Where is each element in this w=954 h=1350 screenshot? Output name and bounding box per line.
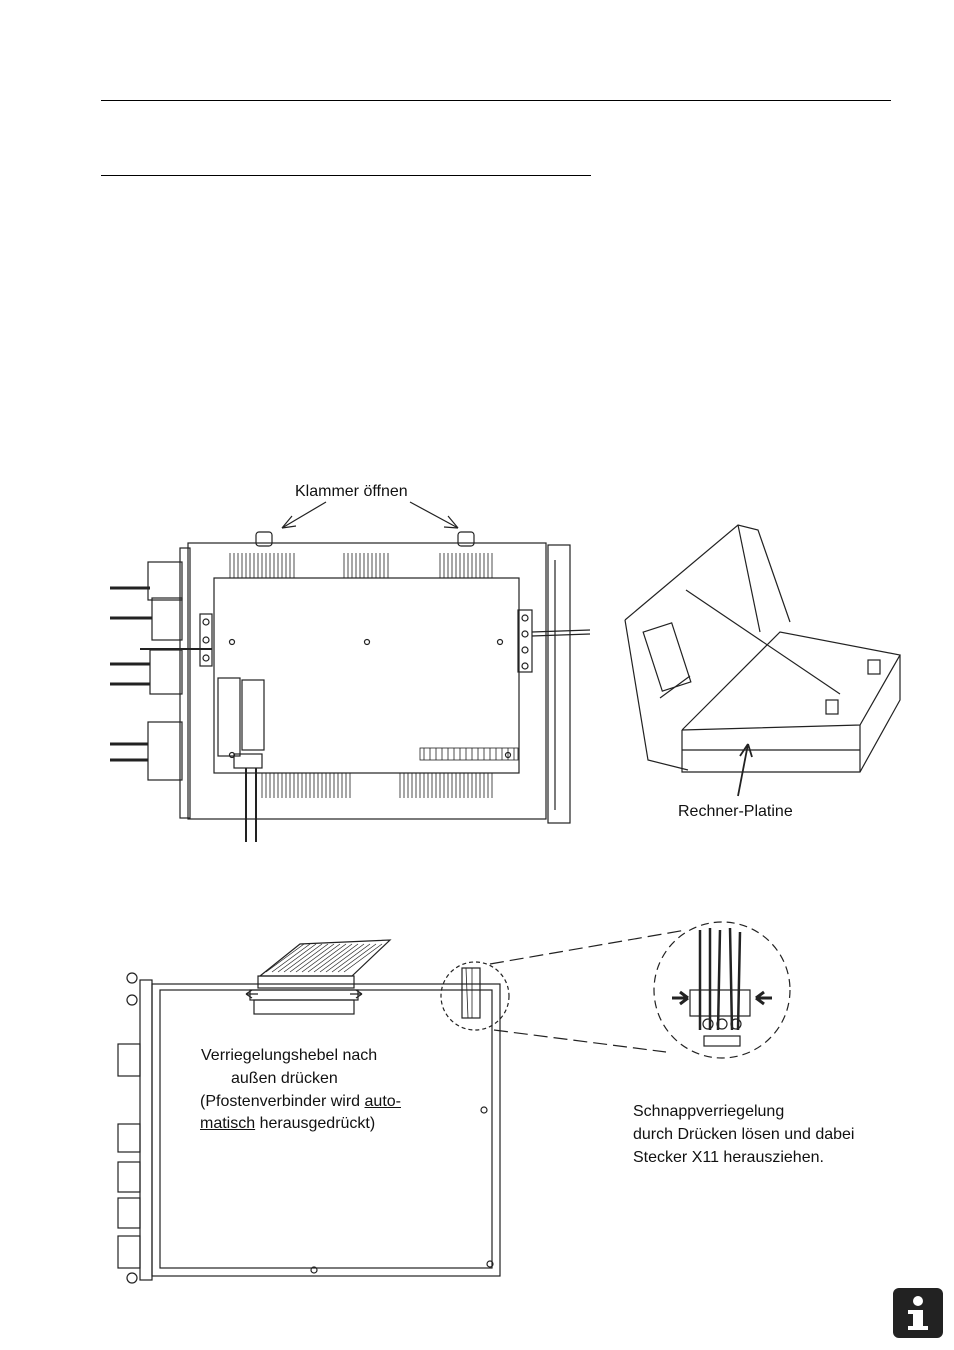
snap-note-line3: Stecker X11 herausziehen.	[633, 1149, 824, 1166]
snap-note-line2: durch Drücken lösen und dabei	[633, 1126, 855, 1143]
lever-note-line1: Verriegelungshebel nach	[201, 1047, 378, 1064]
case-perspective-drawing	[624, 524, 901, 797]
lever-note-line4-underlined: matisch	[200, 1115, 256, 1132]
info-icon	[893, 1288, 943, 1338]
lever-note-line4: matisch herausgedrückt)	[200, 1113, 375, 1134]
board-front-drawing	[117, 921, 791, 1284]
lever-note-line3-underlined: auto-	[364, 1093, 401, 1110]
snap-note-line1: Schnappverriegelung	[633, 1103, 785, 1120]
lever-note-line2: außen drücken	[231, 1070, 338, 1087]
unit-top-view-drawing	[110, 501, 591, 842]
board-label: Rechner-Platine	[678, 803, 793, 820]
clamp-label: Klammer öffnen	[295, 483, 408, 500]
header-rule	[101, 100, 891, 101]
lever-note-line3-prefix: (Pfostenverbinder wird	[200, 1093, 365, 1110]
lever-note-line4-suffix: herausgedrückt)	[255, 1115, 376, 1132]
lever-note-line3: (Pfostenverbinder wird auto-	[200, 1091, 401, 1112]
section-rule	[101, 175, 591, 176]
